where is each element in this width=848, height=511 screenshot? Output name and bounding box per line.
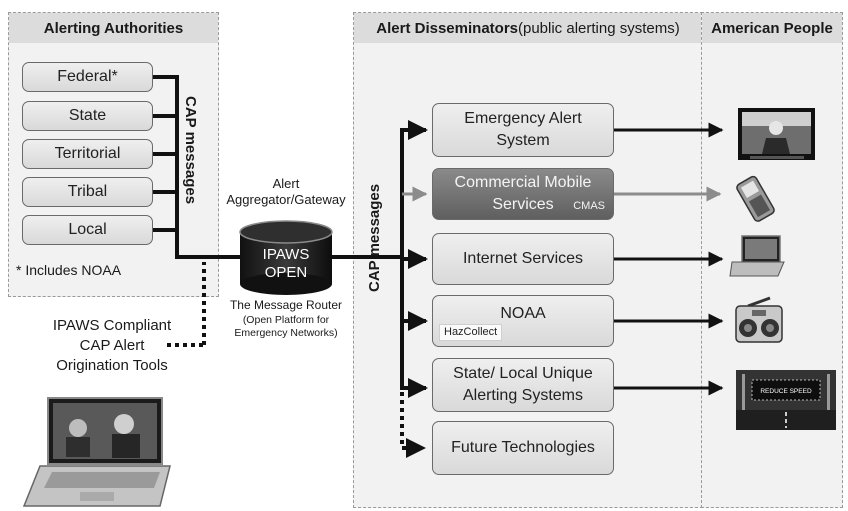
state-local-unique-box[interactable]: State/ Local Unique Alerting Systems <box>432 358 614 412</box>
message-router-subtitle: (Open Platform for Emergency Networks) <box>218 314 354 340</box>
authority-state[interactable]: State <box>22 101 153 131</box>
internet-services-box[interactable]: Internet Services <box>432 233 614 285</box>
ipaws-cylinder <box>239 220 333 295</box>
cmas-tag: CMAS <box>573 200 605 212</box>
future-technologies-label: Future Technologies <box>451 439 595 456</box>
tv-icon <box>738 108 815 160</box>
heading-light: (public alerting systems) <box>518 19 680 37</box>
authority-connectors <box>153 75 240 259</box>
authority-territorial[interactable]: Territorial <box>22 139 153 169</box>
internet-services-label: Internet Services <box>462 250 584 267</box>
noaa-box[interactable]: NOAA HazCollect <box>432 295 614 347</box>
ipaws-open-label[interactable]: IPAWS OPEN <box>240 246 332 282</box>
router-sub-line-1: (Open Platform for <box>242 314 330 326</box>
ipaws-line-1: IPAWS <box>262 246 310 263</box>
authority-federal-label: Federal* <box>57 68 118 85</box>
alert-disseminators-heading: Alert Disseminators (public alerting sys… <box>354 13 702 43</box>
authority-federal[interactable]: Federal* <box>22 62 153 92</box>
future-dotted-connector <box>400 392 426 458</box>
disseminator-connectors <box>332 120 428 398</box>
commercial-mobile-services-box[interactable]: Commercial Mobile Services CMAS <box>432 168 614 220</box>
message-router-title: The Message Router <box>229 298 343 312</box>
cap-messages-left: CAP messages <box>182 96 199 205</box>
tools-dotted-connector <box>167 262 206 347</box>
gateway-title: Alert Aggregator/Gateway <box>222 176 350 208</box>
cmas-line-1: Commercial Mobile <box>454 174 592 191</box>
eas-line-2: System <box>496 132 550 149</box>
authority-tribal[interactable]: Tribal <box>22 177 153 207</box>
alerting-authorities-heading: Alerting Authorities <box>9 13 218 43</box>
eas-line-1: Emergency Alert <box>464 110 582 127</box>
laptop-large-icon <box>22 397 171 507</box>
ipaws-line-2: OPEN <box>264 264 308 281</box>
tools-line-3: Origination Tools <box>56 357 168 374</box>
highway-sign-icon: REDUCE SPEED <box>736 370 836 430</box>
state-local-line-2: Alerting Systems <box>462 387 584 404</box>
hazcollect-tag: HazCollect <box>439 324 503 341</box>
authority-territorial-label: Territorial <box>54 145 121 162</box>
authority-local[interactable]: Local <box>22 215 153 245</box>
cap-messages-right: CAP messages <box>366 183 383 292</box>
router-sub-line-2: Emergency Networks) <box>234 327 338 339</box>
cmas-line-2: Services <box>492 196 554 213</box>
gateway-title-line-1: Alert <box>272 176 300 191</box>
sign-text: REDUCE SPEED <box>760 388 812 395</box>
origination-tools-label: IPAWS Compliant CAP Alert Origination To… <box>36 316 188 376</box>
radio-icon <box>735 296 783 343</box>
emergency-alert-system-box[interactable]: Emergency Alert System <box>432 103 614 157</box>
laptop-icon <box>729 235 785 277</box>
heading-bold: Alert Disseminators <box>376 19 518 37</box>
authority-tribal-label: Tribal <box>67 183 108 200</box>
state-local-line-1: State/ Local Unique <box>453 365 593 382</box>
authority-local-label: Local <box>68 221 107 238</box>
american-people-heading: American People <box>702 13 842 43</box>
gateway-title-line-2: Aggregator/Gateway <box>226 192 346 207</box>
tools-line-1: IPAWS Compliant <box>52 317 172 334</box>
cell-phone-icon <box>736 175 775 222</box>
people-connectors <box>614 122 724 396</box>
future-technologies-box[interactable]: Future Technologies <box>432 421 614 475</box>
authority-state-label: State <box>68 107 107 124</box>
tools-line-2: CAP Alert <box>79 337 145 354</box>
noaa-label: NOAA <box>500 305 546 322</box>
noaa-footnote: * Includes NOAA <box>16 262 122 278</box>
